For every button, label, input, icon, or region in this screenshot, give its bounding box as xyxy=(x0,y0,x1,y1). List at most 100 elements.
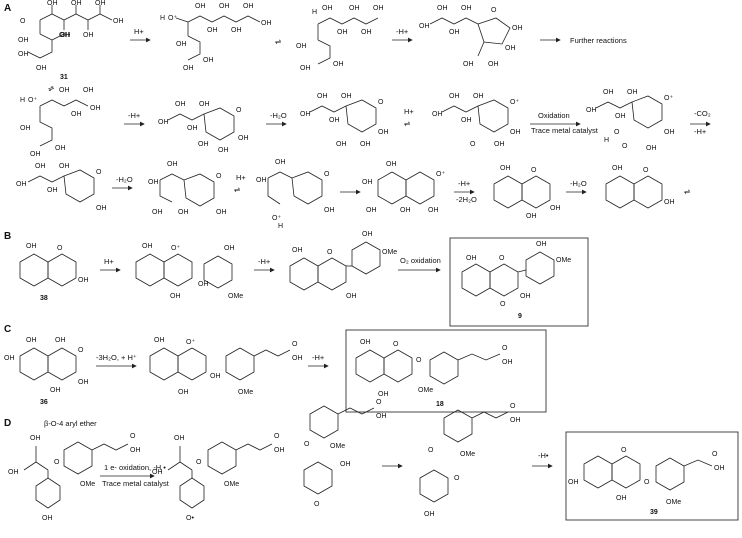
svg-text:OH: OH xyxy=(274,447,285,454)
svg-text:OH: OH xyxy=(603,89,614,96)
svg-text:OH: OH xyxy=(187,125,198,132)
svg-text:OH: OH xyxy=(218,147,229,154)
svg-text:OH: OH xyxy=(586,107,597,114)
svg-text:-H+: -H+ xyxy=(258,257,271,266)
compound-31-structure: O OH OH OH OH OH OH OH OH OH OH xyxy=(18,0,124,72)
svg-text:OH: OH xyxy=(96,205,107,212)
svg-text:OH: OH xyxy=(449,93,460,100)
product-39-structure: O OH OH O OMe O OH xyxy=(568,447,725,506)
svg-text:O: O xyxy=(54,459,60,466)
svg-text:O: O xyxy=(531,167,537,174)
svg-text:OH: OH xyxy=(333,61,344,68)
svg-text:OH: OH xyxy=(361,29,372,36)
bicyclic-oxocarbenium-structure: OH O⁺ OH OH OH OH xyxy=(362,161,445,214)
svg-text:H: H xyxy=(312,9,317,16)
svg-text:OH: OH xyxy=(198,141,209,148)
svg-text:⇌: ⇌ xyxy=(234,185,241,194)
svg-text:OH: OH xyxy=(664,129,675,136)
svg-text:OH: OH xyxy=(154,337,165,344)
svg-text:O⁺: O⁺ xyxy=(171,245,180,252)
svg-text:OH: OH xyxy=(510,129,521,136)
svg-text:O: O xyxy=(510,403,516,410)
compound-38-structure: OH O OH xyxy=(19,243,89,287)
product-18-structure: OH O O OH OMe O OH xyxy=(355,339,513,398)
svg-text:⇌: ⇌ xyxy=(275,37,282,46)
svg-text:OH: OH xyxy=(224,245,235,252)
svg-text:OMe: OMe xyxy=(556,257,571,264)
compound-36-label: 36 xyxy=(40,399,48,406)
svg-text:OH: OH xyxy=(341,93,352,100)
svg-text:OH: OH xyxy=(47,187,58,194)
svg-text:OH: OH xyxy=(616,495,627,502)
svg-text:OH: OH xyxy=(8,469,19,476)
svg-text:OH: OH xyxy=(376,413,387,420)
svg-text:OH: OH xyxy=(35,163,46,170)
svg-text:OH: OH xyxy=(42,515,53,522)
section-label-a: A xyxy=(4,3,11,14)
svg-text:O: O xyxy=(327,249,333,256)
svg-text:OH: OH xyxy=(178,209,189,216)
chromenol-structure: OH O OH xyxy=(605,165,675,209)
svg-text:OH: OH xyxy=(463,61,474,68)
svg-text:OMe: OMe xyxy=(418,387,433,394)
svg-text:-H₂O: -H₂O xyxy=(570,179,587,188)
svg-text:OH: OH xyxy=(568,479,579,486)
svg-text:OH: OH xyxy=(50,387,61,394)
protonated-aldehyde-structure: H O⁺ OH OH OH OH OH OH OH OH OH xyxy=(160,3,272,72)
svg-text:OH: OH xyxy=(615,113,626,120)
svg-text:OH: OH xyxy=(26,337,37,344)
svg-text:OH: OH xyxy=(78,379,89,386)
chromanol-structure: OH O OH OH xyxy=(493,165,561,220)
svg-text:OH: OH xyxy=(152,209,163,216)
svg-text:OH: OH xyxy=(18,51,29,58)
svg-text:O•: O• xyxy=(186,515,194,522)
svg-text:OH: OH xyxy=(461,117,472,124)
svg-text:OH: OH xyxy=(360,339,371,346)
svg-text:-H+: -H+ xyxy=(128,111,141,120)
svg-text:OH: OH xyxy=(71,111,82,118)
svg-text:-H₂O: -H₂O xyxy=(116,175,133,184)
row3-dihydropyran-structure: OH OH OH OH O OH xyxy=(16,163,107,212)
condition-1e-oxidation: 1 e- oxidation, -H • xyxy=(104,463,166,472)
compound-18-label: 18 xyxy=(436,401,444,408)
svg-text:OH: OH xyxy=(83,87,94,94)
svg-text:OMe: OMe xyxy=(382,249,397,256)
svg-text:O: O xyxy=(314,501,320,508)
svg-text:OH: OH xyxy=(158,119,169,126)
svg-text:OH: OH xyxy=(424,511,435,518)
svg-text:O⁺: O⁺ xyxy=(510,99,519,106)
svg-text:O⁺: O⁺ xyxy=(272,215,281,222)
svg-text:O: O xyxy=(78,347,84,354)
svg-text:OH: OH xyxy=(261,20,272,27)
svg-text:O: O xyxy=(499,255,505,262)
svg-text:OH: OH xyxy=(360,141,371,148)
svg-text:H+: H+ xyxy=(104,257,114,266)
svg-text:OH: OH xyxy=(373,5,384,12)
svg-text:OH: OH xyxy=(510,417,521,424)
svg-text:OMe: OMe xyxy=(80,481,95,488)
svg-text:OH: OH xyxy=(550,205,561,212)
svg-text:OH: OH xyxy=(437,5,448,12)
svg-text:OH: OH xyxy=(175,101,186,108)
svg-text:OH: OH xyxy=(292,355,303,362)
svg-text:OH: OH xyxy=(296,43,307,50)
svg-text:OH: OH xyxy=(349,5,360,12)
svg-text:OH: OH xyxy=(419,23,430,30)
svg-text:OH: OH xyxy=(646,145,657,152)
b-flavan-structure: OH O OH OH OMe xyxy=(289,231,397,300)
svg-text:-H₂O: -H₂O xyxy=(270,111,287,120)
svg-text:O: O xyxy=(622,143,628,150)
svg-text:OH: OH xyxy=(219,3,230,10)
svg-text:OH: OH xyxy=(322,5,333,12)
svg-text:OH: OH xyxy=(238,135,249,142)
row3-cyclizing-structure: OH OH O O⁺ H OH xyxy=(256,159,335,230)
section-label-b: B xyxy=(4,231,11,242)
product-39-box xyxy=(565,431,739,521)
svg-text:OH: OH xyxy=(505,45,516,52)
product-18-box xyxy=(345,329,547,413)
svg-text:OH: OH xyxy=(152,469,163,476)
svg-text:OH: OH xyxy=(210,373,221,380)
svg-text:OH: OH xyxy=(512,25,523,32)
svg-text:OH: OH xyxy=(317,93,328,100)
svg-text:OH: OH xyxy=(449,29,460,36)
